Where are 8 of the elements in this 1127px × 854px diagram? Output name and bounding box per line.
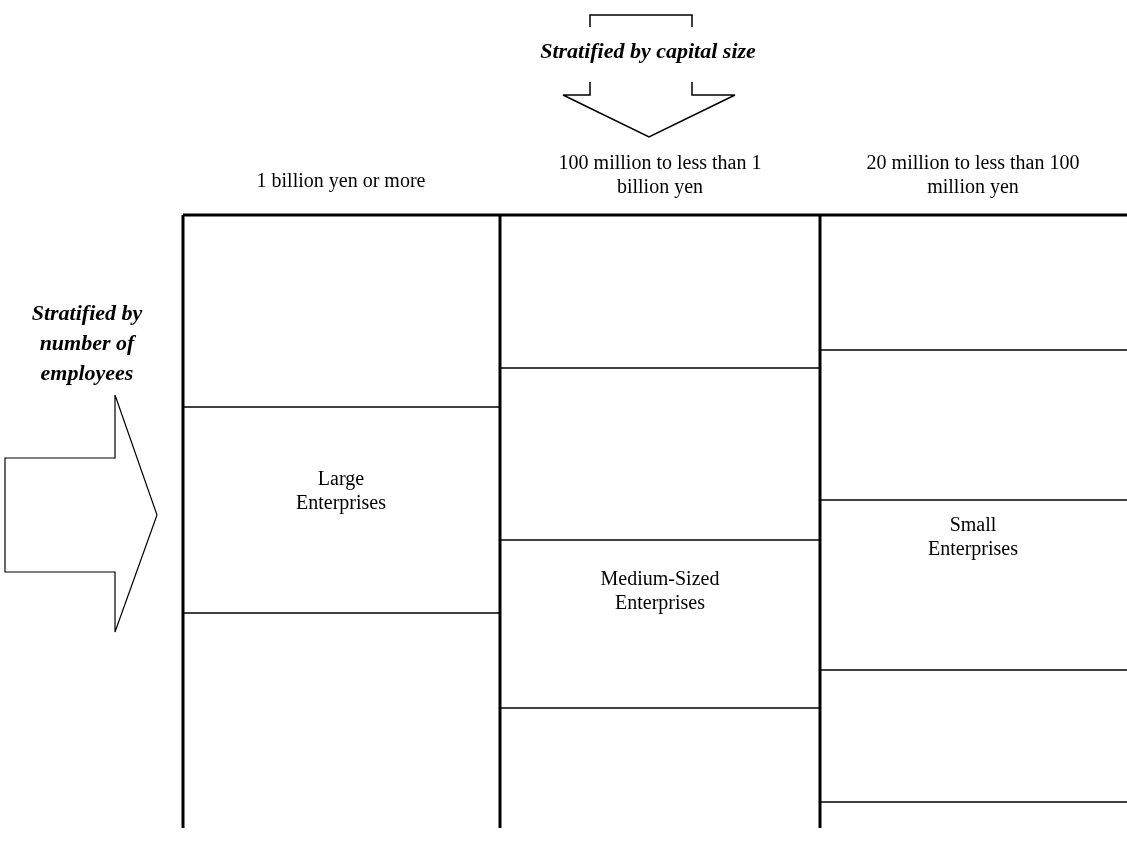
- column-header: 100 million to less than 1 billion yen: [557, 150, 763, 198]
- enterprise-category: Large Enterprises: [271, 466, 411, 514]
- enterprise-category: Medium-Sized Enterprises: [585, 566, 735, 614]
- axis-heading: Stratified by number of employees: [30, 299, 144, 387]
- column-header: 20 million to less than 100 million yen: [865, 150, 1081, 198]
- enterprise-category: Small Enterprises: [918, 512, 1028, 560]
- column-header: 1 billion yen or more: [255, 168, 427, 192]
- axis-heading: Stratified by capital size: [539, 37, 757, 65]
